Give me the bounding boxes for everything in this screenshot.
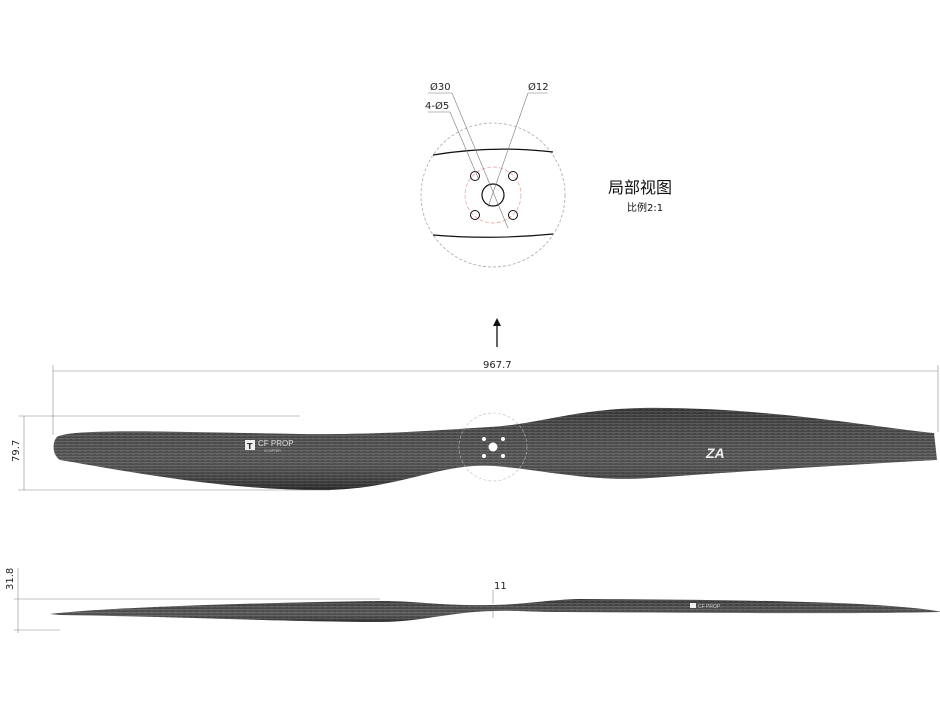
callout-bolt-holes: 4-Ø5 [425, 100, 449, 112]
detail-view-title: 局部视图 [608, 178, 672, 197]
cf-prop-logo: T CF PROP VCOPTER [245, 439, 294, 453]
side-dimension-lines [14, 568, 494, 633]
length-dimension-lines [18, 365, 939, 491]
length-dimension: 967.7 [483, 360, 512, 371]
detail-blade-edge-bottom [432, 233, 554, 238]
width-dimension: 79.7 [11, 440, 22, 462]
side-height-dimension: 31.8 [5, 568, 16, 590]
detail-boundary-circle [420, 122, 566, 268]
detail-view: Ø30 4-Ø5 Ø12 局部视图 比例2:1 [420, 81, 672, 268]
propeller-top-view: T CF PROP VCOPTER ZA [53, 407, 937, 490]
hub-detail-circle [458, 412, 528, 482]
center-bore [481, 183, 505, 207]
view-direction-arrow-icon [493, 318, 501, 347]
svg-text:T: T [247, 442, 253, 451]
svg-text:VCOPTER: VCOPTER [264, 449, 281, 453]
bolt-hole [470, 171, 480, 181]
detail-view-scale: 比例2:1 [627, 201, 663, 214]
bolt-hole [508, 210, 518, 220]
detail-blade-edge-top [432, 148, 554, 156]
callout-center-bore: Ø12 [528, 81, 549, 93]
bolt-hole [508, 171, 518, 181]
propeller-side-view: CF PROP [50, 599, 940, 622]
callout-outer-diameter: Ø30 [430, 81, 451, 93]
center-bore [488, 442, 498, 452]
bolt-hole [470, 210, 480, 220]
bolt-circle [464, 166, 522, 224]
svg-text:CF PROP: CF PROP [258, 439, 294, 448]
hub-thickness-dimension: 11 [494, 581, 507, 592]
cf-prop-logo-side: CF PROP [698, 604, 721, 610]
za-logo: ZA [705, 445, 725, 461]
